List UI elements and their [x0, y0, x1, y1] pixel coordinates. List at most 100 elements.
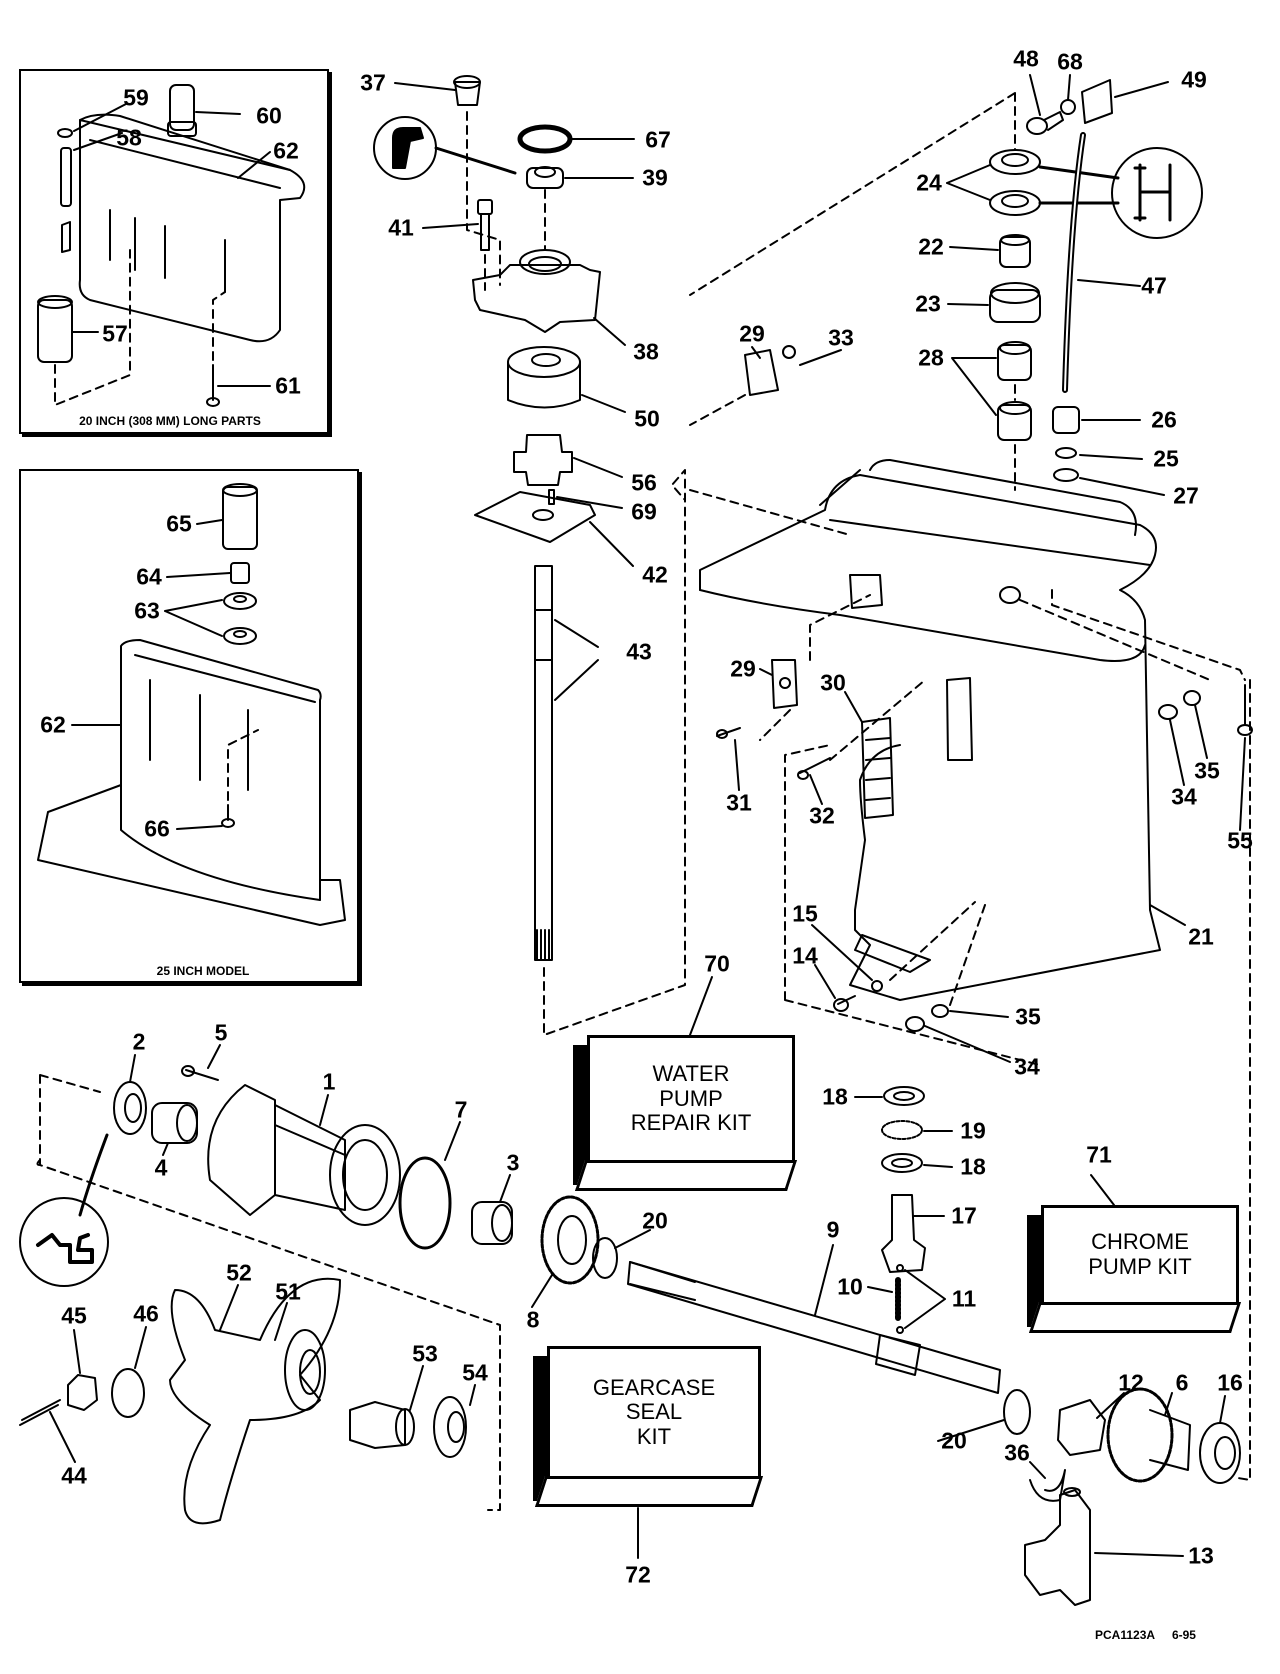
impeller-cup-50 — [507, 361, 581, 409]
forward-gear-8 — [540, 1195, 600, 1285]
chrome-pump-kit: CHROME PUMP KIT — [1027, 1205, 1242, 1333]
kit-label-line: GEARCASE — [592, 1374, 716, 1400]
callout-27: 27 — [1173, 482, 1199, 509]
kit-label-line: REPAIR KIT — [630, 1110, 752, 1136]
callout-64: 64 — [136, 563, 162, 590]
extension-housing-62 — [78, 119, 306, 343]
callout-2: 2 — [132, 1028, 146, 1055]
kit-box-face: GEARCASE SEAL KIT — [547, 1346, 761, 1479]
impeller-56 — [513, 434, 573, 486]
anode-29b — [771, 659, 798, 709]
kit-box-bottom — [1029, 1302, 1242, 1333]
callout-10: 10 — [837, 1273, 863, 1300]
screw-5 — [185, 1069, 219, 1081]
callout-42: 42 — [642, 561, 668, 588]
callout-28: 28 — [918, 344, 944, 371]
callout-6: 6 — [1175, 1369, 1189, 1396]
exhaust-housing-62 — [37, 639, 346, 926]
washer-68 — [1060, 99, 1076, 115]
callout-29-lower: 29 — [730, 655, 756, 682]
inset-long-parts-drawing — [37, 84, 306, 407]
callout-36: 36 — [1004, 1439, 1030, 1466]
callout-34-lower: 34 — [1014, 1053, 1040, 1080]
callout-24: 24 — [916, 169, 942, 196]
kit-label-line: PUMP — [659, 1085, 723, 1111]
callout-50: 50 — [634, 405, 660, 432]
kit-box-face: CHROME PUMP KIT — [1041, 1205, 1239, 1305]
callout-25: 25 — [1153, 445, 1179, 472]
callout-20-left: 20 — [642, 1207, 668, 1234]
thrust-bearing-19 — [881, 1120, 923, 1140]
washer-15 — [871, 980, 883, 992]
callout-16: 16 — [1217, 1369, 1243, 1396]
callout-61: 61 — [275, 372, 301, 399]
callout-60: 60 — [256, 102, 282, 129]
washer-27 — [1053, 468, 1079, 482]
thrust-washer-54 — [433, 1396, 467, 1458]
cotter-pin-44 — [19, 1399, 61, 1426]
inset-25-inch-drawing — [37, 483, 346, 926]
callout-53: 53 — [412, 1340, 438, 1367]
callout-22: 22 — [918, 233, 944, 260]
prop-group-drawing — [19, 1044, 651, 1525]
callout-62-25in: 62 — [40, 711, 66, 738]
callout-26: 26 — [1151, 406, 1177, 433]
callout-45: 45 — [61, 1302, 87, 1329]
bearing-stack-drawing — [689, 74, 1203, 496]
bearing-22 — [999, 236, 1031, 268]
callout-49: 49 — [1181, 66, 1207, 93]
callout-47: 47 — [1141, 272, 1167, 299]
callout-68: 68 — [1057, 48, 1083, 75]
callout-14: 14 — [792, 942, 818, 969]
inset-25-inch-caption: 25 INCH MODEL — [156, 964, 250, 978]
callout-48: 48 — [1013, 45, 1039, 72]
water-tube-60 — [169, 84, 195, 131]
washer-35b — [931, 1004, 949, 1018]
water-pump-drawing — [373, 75, 686, 1036]
callout-62-long: 62 — [273, 137, 299, 164]
callout-9: 9 — [826, 1216, 840, 1243]
bearing-carrier-1 — [207, 1084, 276, 1216]
callout-39: 39 — [642, 164, 668, 191]
bushing-26 — [1052, 406, 1080, 434]
shift-cradle-13 — [1024, 1489, 1091, 1606]
seal-detail-circle-2 — [1111, 147, 1203, 239]
callout-19: 19 — [960, 1117, 986, 1144]
kit-label-line: WATER — [652, 1061, 730, 1087]
washer-25 — [1055, 447, 1077, 459]
callout-7: 7 — [454, 1096, 468, 1123]
drawing-date: 6-95 — [1171, 1628, 1196, 1642]
callout-21: 21 — [1188, 923, 1214, 950]
pin-58 — [60, 147, 72, 207]
ball-11a — [896, 1264, 904, 1272]
callout-72: 72 — [625, 1561, 651, 1588]
callout-37: 37 — [360, 69, 386, 96]
inset-20-inch-long-parts — [19, 69, 329, 434]
water-pump-repair-kit: WATER PUMP REPAIR KIT — [573, 1035, 798, 1191]
callout-46: 46 — [133, 1300, 159, 1327]
callout-13: 13 — [1188, 1542, 1214, 1569]
callout-54: 54 — [462, 1359, 488, 1386]
callout-35-lower: 35 — [1015, 1003, 1041, 1030]
o-ring-67 — [517, 124, 573, 154]
callout-15: 15 — [792, 900, 818, 927]
callout-18-lower: 18 — [960, 1153, 986, 1180]
thrust-washer-20a — [592, 1237, 618, 1279]
inset-25-inch-model — [19, 469, 359, 983]
callout-4: 4 — [154, 1154, 168, 1181]
callout-41: 41 — [388, 214, 414, 241]
callout-29-upper: 29 — [739, 320, 765, 347]
anode-29a — [744, 349, 779, 396]
o-ring-59 — [57, 128, 73, 138]
clutch-dog-12 — [1057, 1399, 1106, 1456]
kit-label-line: SEAL — [625, 1399, 683, 1425]
callout-30: 30 — [820, 669, 846, 696]
gearcase-housing-21 — [699, 474, 1161, 1001]
retainer-36 — [1029, 1469, 1066, 1502]
pump-housing-38 — [472, 264, 601, 333]
kit-box-side — [1027, 1215, 1041, 1327]
callout-18-upper: 18 — [822, 1083, 848, 1110]
washer-35a — [1183, 690, 1201, 706]
callout-12: 12 — [1118, 1369, 1144, 1396]
sleeve-65 — [222, 486, 258, 550]
